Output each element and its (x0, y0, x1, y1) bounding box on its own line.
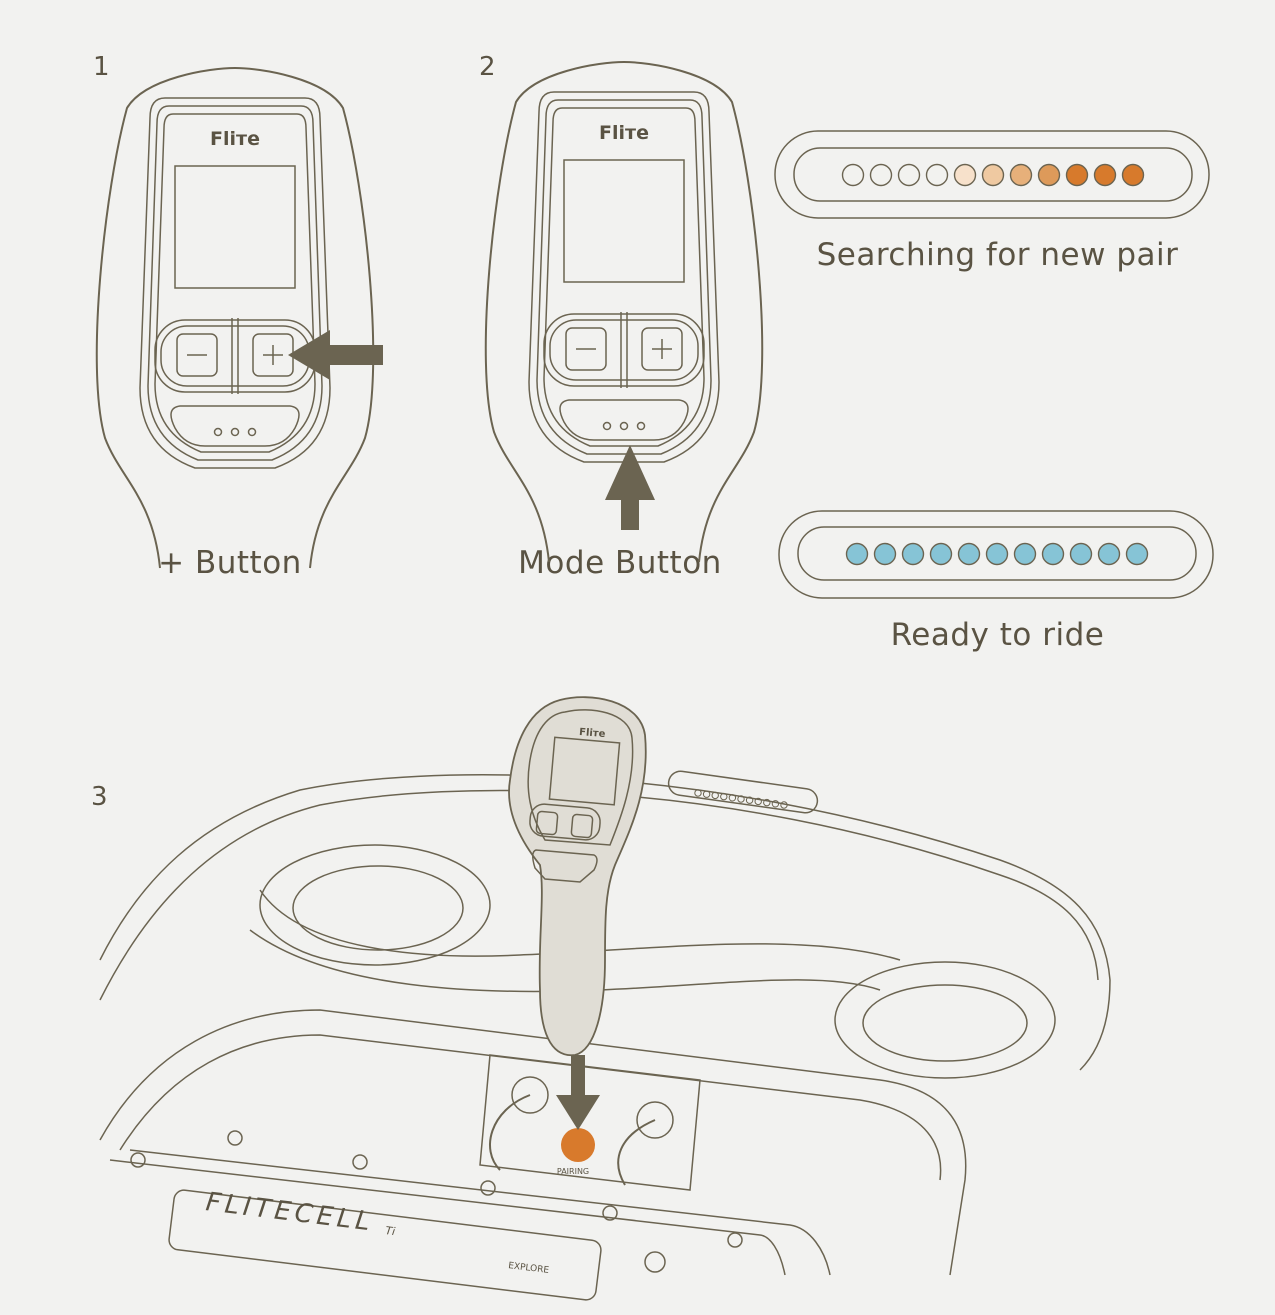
board-led-5 (728, 794, 737, 802)
ready-led-3 (901, 542, 925, 566)
searching-leds (841, 163, 1145, 187)
plus-button-caption: + Button (158, 545, 302, 581)
remote-1-brand: Fliтe (210, 128, 260, 150)
board-led-11 (780, 801, 788, 809)
ready-leds (845, 542, 1149, 566)
board-led-8 (754, 797, 762, 806)
remote-2-brand: Fliтe (599, 122, 649, 144)
searching-led-7 (1009, 163, 1033, 187)
searching-led-1 (841, 163, 865, 187)
ready-led-2 (873, 542, 897, 566)
ready-led-5 (957, 542, 981, 566)
searching-led-10 (1093, 163, 1117, 187)
searching-led-8 (1037, 163, 1061, 187)
ready-led-bar (778, 510, 1214, 599)
ready-status-label: Ready to ride (890, 617, 1105, 653)
board-led-4 (720, 792, 728, 801)
ready-led-7 (1013, 542, 1037, 566)
pairing-label: PAIRING (557, 1167, 589, 1176)
battery-model: Ti (385, 1224, 396, 1238)
searching-led-bar (774, 130, 1210, 219)
board-led-7 (745, 796, 754, 804)
board-led-10 (771, 800, 780, 808)
board-led-9 (763, 798, 771, 807)
arrow-to-mode-button (605, 445, 655, 530)
searching-led-2 (869, 163, 893, 187)
ready-led-6 (985, 542, 1009, 566)
board-led-6 (737, 795, 745, 803)
arrow-to-plus-button (288, 330, 383, 380)
step-2-number: 2 (479, 52, 496, 82)
pairing-button[interactable] (561, 1128, 595, 1162)
searching-led-9 (1065, 163, 1089, 187)
ready-led-9 (1069, 542, 1093, 566)
ready-led-1 (845, 542, 869, 566)
searching-led-6 (981, 163, 1005, 187)
ready-led-8 (1041, 542, 1065, 566)
searching-status-label: Searching for new pair (816, 237, 1179, 273)
searching-led-3 (897, 163, 921, 187)
mode-button-caption: Mode Button (518, 545, 722, 581)
step-3-number: 3 (91, 782, 108, 812)
battery-brand: FLITECELL (204, 1187, 375, 1237)
board-led-strip (694, 789, 788, 809)
searching-led-11 (1121, 163, 1145, 187)
ready-led-10 (1097, 542, 1121, 566)
battery-tagline: EXPLORE (508, 1261, 550, 1276)
step-1-number: 1 (93, 52, 110, 82)
board-led-3 (711, 791, 719, 800)
searching-led-4 (925, 163, 949, 187)
searching-led-5 (953, 163, 977, 187)
board-led-1 (694, 789, 702, 797)
remote-3-brand: Fliтe (579, 727, 606, 740)
ready-led-4 (929, 542, 953, 566)
ready-led-11 (1125, 542, 1149, 566)
board-led-2 (702, 790, 711, 798)
remote-step-3: Fliтe (508, 696, 647, 1130)
